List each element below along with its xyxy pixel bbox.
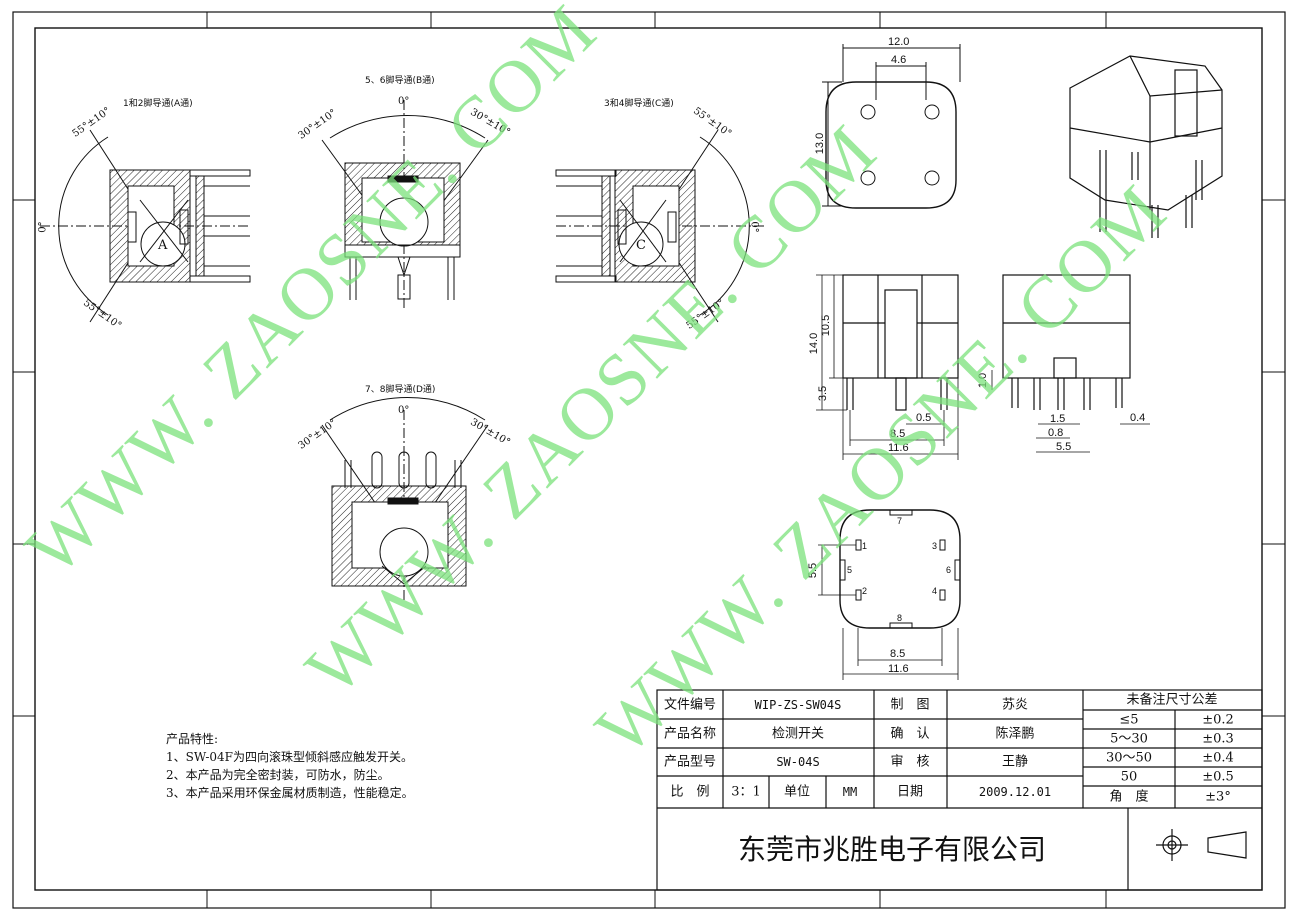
angle-c-zero: 0° bbox=[748, 221, 760, 233]
product-model-label: 产品型号 bbox=[663, 754, 717, 770]
dim-side-1-5: 1.5 bbox=[1050, 413, 1066, 425]
dim-top-pitch: 4.6 bbox=[891, 54, 907, 66]
dim-side-0-8: 0.8 bbox=[1048, 427, 1064, 439]
view-d-title: 7、8脚导通(D通) bbox=[365, 385, 436, 395]
dim-side-1-0: 1.0 bbox=[977, 372, 990, 389]
pin-6: 6 bbox=[946, 565, 952, 575]
scale-label: 比 例 bbox=[670, 784, 710, 800]
dim-bottom-8-5: 8.5 bbox=[890, 648, 906, 660]
date-value: 2009.12.01 bbox=[978, 785, 1052, 799]
drawn-label: 制 图 bbox=[890, 697, 930, 713]
pin-1: 1 bbox=[862, 541, 868, 551]
confirm-label: 确 认 bbox=[890, 726, 930, 742]
dim-front-height: 14.0 bbox=[808, 332, 821, 355]
product-model-value: SW-04S bbox=[776, 755, 820, 769]
product-name-value: 检测开关 bbox=[771, 726, 825, 742]
confirm-value: 陈泽鹏 bbox=[995, 726, 1035, 742]
view-b-title: 5、6脚导通(B通) bbox=[365, 76, 435, 86]
notes-line-3: 3、本产品采用环保金属材质制造，性能稳定。 bbox=[166, 786, 414, 800]
tol-value-5: ±3° bbox=[1205, 789, 1231, 805]
scale-value: 3：1 bbox=[731, 784, 761, 800]
tol-value-1: ±0.2 bbox=[1202, 712, 1234, 728]
dim-front-body: 10.5 bbox=[820, 314, 833, 337]
iso-view bbox=[1069, 55, 1223, 238]
dim-front-pins: 3.5 bbox=[817, 385, 830, 402]
dim-bottom-11-6: 11.6 bbox=[888, 663, 909, 675]
tol-value-2: ±0.3 bbox=[1202, 731, 1234, 747]
dim-front-pin-w: 0.5 bbox=[916, 412, 932, 424]
side-view bbox=[1002, 274, 1131, 410]
review-value: 王静 bbox=[1001, 754, 1029, 770]
drawn-value: 苏炎 bbox=[1001, 697, 1029, 713]
file-no-value: WIP-ZS-SW04S bbox=[754, 698, 842, 712]
front-view bbox=[842, 274, 959, 411]
unit-value: MM bbox=[842, 785, 858, 799]
front-dims bbox=[816, 274, 959, 460]
view-c bbox=[555, 129, 765, 323]
product-name-label: 产品名称 bbox=[663, 726, 717, 742]
dim-side-0-4: 0.4 bbox=[1130, 412, 1146, 424]
tol-value-4: ±0.5 bbox=[1202, 769, 1234, 785]
notes-line-2: 2、本产品为完全密封装，可防水，防尘。 bbox=[166, 768, 390, 782]
view-c-title: 3和4脚导通(C通) bbox=[604, 99, 674, 109]
letter-a: A bbox=[158, 238, 168, 253]
pin-5: 5 bbox=[847, 565, 853, 575]
view-a-title: 1和2脚导通(A通) bbox=[123, 99, 193, 109]
bottom-pads bbox=[839, 509, 961, 629]
pin-4: 4 bbox=[932, 586, 938, 596]
product-notes: 产品特性: 1、SW-04F为四向滚珠型倾斜感应触发开关。 2、本产品为完全密封… bbox=[166, 730, 414, 802]
file-no-label: 文件编号 bbox=[663, 697, 717, 713]
view-a bbox=[40, 129, 251, 323]
letter-c: C bbox=[636, 238, 646, 253]
date-label: 日期 bbox=[896, 784, 924, 800]
pin-3: 3 bbox=[932, 541, 938, 551]
review-label: 审 核 bbox=[890, 754, 930, 770]
dim-bottom-5-5: 5.5 bbox=[807, 562, 820, 579]
side-dims bbox=[991, 370, 1150, 453]
dim-top-width: 12.0 bbox=[888, 36, 910, 48]
angle-d-zero: 0° bbox=[398, 405, 410, 416]
angle-a-zero: 0° bbox=[37, 221, 49, 233]
dim-front-width: 11.6 bbox=[888, 442, 909, 454]
dim-top-height: 13.0 bbox=[814, 132, 827, 155]
dim-front-pitch: 8.5 bbox=[890, 428, 906, 440]
tol-range-4: 50 bbox=[1120, 769, 1138, 785]
company-name: 东莞市兆胜电子有限公司 bbox=[737, 833, 1047, 866]
dim-side-5-5: 5.5 bbox=[1056, 441, 1072, 453]
tol-range-1: ≤5 bbox=[1119, 712, 1139, 728]
tol-range-2: 5～30 bbox=[1110, 731, 1148, 747]
view-d bbox=[321, 397, 489, 600]
tol-range-3: 30～50 bbox=[1105, 750, 1153, 766]
pin-2: 2 bbox=[862, 586, 868, 596]
bottom-view bbox=[839, 509, 961, 629]
notes-title: 产品特性: bbox=[166, 732, 219, 746]
tol-range-5: 角 度 bbox=[1109, 789, 1149, 805]
notes-line-1: 1、SW-04F为四向滚珠型倾斜感应触发开关。 bbox=[166, 750, 413, 764]
angle-b-zero: 0° bbox=[398, 96, 410, 107]
pin-7: 7 bbox=[897, 516, 903, 526]
tol-value-3: ±0.4 bbox=[1202, 750, 1234, 766]
title-block-grid bbox=[656, 689, 1263, 891]
bottom-dims bbox=[818, 544, 959, 680]
tolerance-title: 未备注尺寸公差 bbox=[1126, 692, 1218, 708]
projection-symbol bbox=[1156, 829, 1247, 861]
view-b bbox=[321, 100, 489, 310]
unit-label: 单位 bbox=[783, 784, 811, 800]
pin-8: 8 bbox=[897, 613, 903, 623]
top-view bbox=[822, 44, 961, 209]
